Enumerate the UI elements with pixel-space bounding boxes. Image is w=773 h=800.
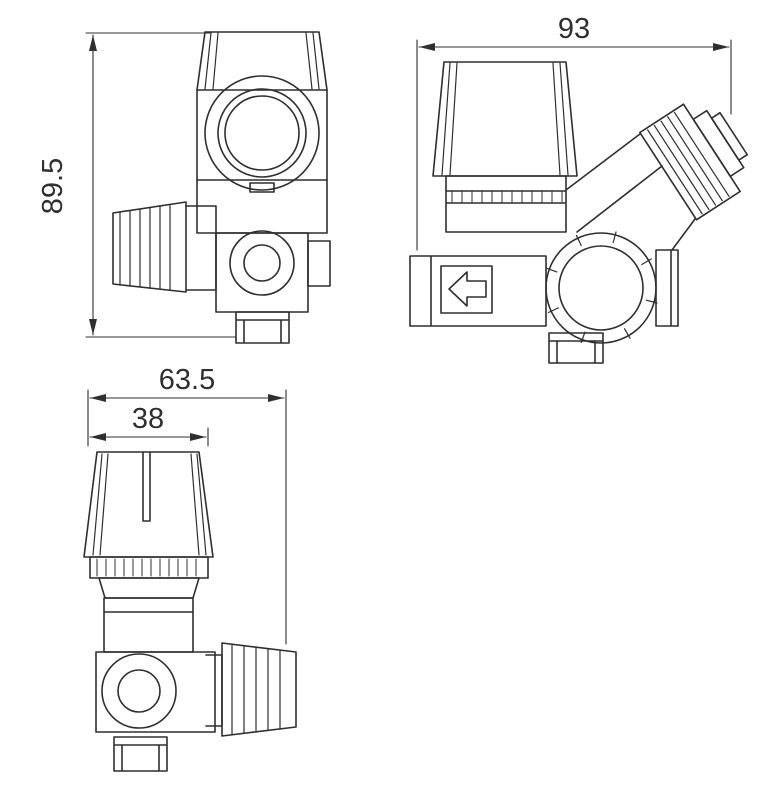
- collar-ribs: [96, 558, 197, 577]
- port-face-inner: [558, 245, 644, 331]
- outlet-cone-fitting: [221, 642, 297, 737]
- outlet-stub: [235, 311, 290, 344]
- diagonal-pipe: [565, 133, 663, 233]
- inlet-cone-fitting: [112, 201, 187, 293]
- port-circle: [229, 230, 295, 296]
- dimension-label-side-width: 93: [558, 13, 590, 45]
- dimension-overall-width: 63.5: [87, 364, 287, 645]
- dimension-label-knob-width: 38: [132, 403, 164, 435]
- knob-side-lines: [196, 89, 328, 181]
- knob-knurl-lines: [441, 62, 569, 176]
- flow-arrow-box: [440, 265, 493, 314]
- knob: [83, 451, 214, 558]
- dimension-label-height: 89.5: [37, 158, 69, 214]
- knob-slot: [142, 451, 151, 522]
- knob: [196, 31, 328, 91]
- dimension-height: 89.5: [37, 32, 237, 338]
- port-circle: [101, 653, 177, 729]
- base-body: [95, 651, 216, 733]
- flow-direction-arrow-icon: [448, 271, 487, 307]
- view-bottom-left: [83, 451, 297, 772]
- valve-body: [196, 179, 328, 234]
- lower-body: [215, 232, 309, 313]
- knob-knurl-lines: [204, 32, 320, 90]
- cap-face-circle: [204, 75, 320, 191]
- cone-knurl-lines: [231, 644, 281, 735]
- cone-connector: [185, 205, 217, 291]
- knob: [432, 61, 578, 177]
- dimension-label-overall-width: 63.5: [159, 364, 215, 396]
- view-top-left: [112, 31, 331, 344]
- view-top-right: [409, 61, 749, 364]
- cone-knurl-lines: [119, 204, 171, 291]
- port-circle-inner: [243, 244, 281, 282]
- collar-ribs: [451, 190, 563, 204]
- outlet-stub: [548, 332, 604, 364]
- fitting-connector-line: [671, 218, 696, 251]
- collar: [445, 175, 567, 233]
- dimension-side-width: 93: [416, 13, 732, 251]
- right-stub: [655, 249, 679, 327]
- inlet-pipe: [409, 255, 547, 327]
- port-face-ticks: [545, 231, 658, 344]
- knob-knurl-lines: [92, 453, 207, 556]
- fitting-end-cap: [692, 109, 745, 178]
- outlet-stub: [113, 736, 168, 772]
- right-stub: [307, 240, 331, 287]
- dimension-knob-width: 38: [89, 403, 209, 447]
- cap-inner-ring: [217, 88, 307, 178]
- cone-connector: [205, 654, 223, 727]
- valve-body: [103, 597, 194, 653]
- cap-notch: [249, 182, 275, 193]
- fitting-knurl-lines: [647, 111, 730, 215]
- port-circle-inner: [117, 669, 161, 713]
- cap-inner-ring-2: [224, 95, 300, 171]
- port-face-circle: [545, 232, 657, 344]
- neck: [98, 577, 200, 599]
- collar: [89, 556, 209, 579]
- diagonal-knurled-fitting: [639, 103, 749, 221]
- fitting-end-cap-tip: [710, 111, 749, 161]
